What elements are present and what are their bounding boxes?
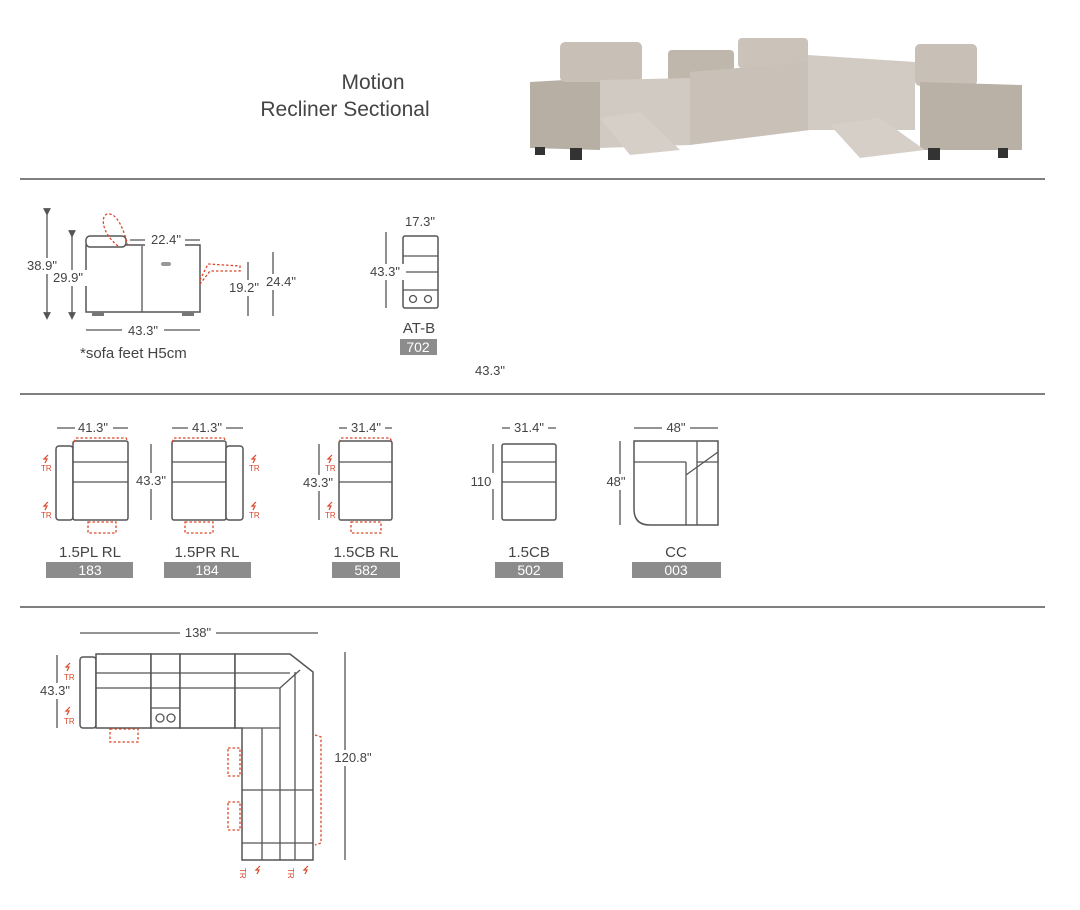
tr-label: TR — [286, 868, 295, 879]
piece-width: 41.3" — [192, 420, 222, 435]
piece-name: 1.5CB — [508, 544, 550, 561]
piece-code: 184 — [195, 562, 219, 578]
piece-name: CC — [665, 544, 687, 561]
console-code: 702 — [406, 339, 430, 355]
console-depth: 43.3" — [370, 264, 400, 279]
tr-label: TR — [41, 464, 52, 473]
console-extra-dim: 43.3" — [475, 363, 505, 378]
piece-code: 003 — [664, 562, 688, 578]
piece-1.5cb-drawing — [492, 427, 557, 521]
sectional-length: 120.8" — [334, 750, 372, 765]
piece-height: 43.3" — [136, 473, 166, 488]
piece-code: 183 — [78, 562, 102, 578]
piece-width: 48" — [666, 420, 685, 435]
tr-label: TR — [249, 464, 260, 473]
piece-code: 502 — [517, 562, 541, 578]
dim-extended-height: 24.4" — [266, 274, 296, 289]
piece-name: 1.5CB RL — [333, 544, 398, 561]
dim-depth: 43.3" — [128, 323, 158, 338]
dim-total-height: 38.9" — [27, 258, 57, 273]
tr-label: TR — [325, 511, 336, 520]
piece-height: 110 — [471, 474, 492, 489]
tr-label: TR — [41, 511, 52, 520]
console-name: AT-B — [403, 320, 435, 337]
piece-1.5cb-rl-drawing: TR TR — [318, 427, 393, 534]
tr-label: TR — [64, 673, 75, 682]
piece-code: 582 — [354, 562, 378, 578]
piece-width: 41.3" — [78, 420, 108, 435]
piece-height: 43.3" — [303, 475, 333, 490]
console-width: 17.3" — [405, 214, 435, 229]
piece-cc-drawing — [619, 427, 719, 526]
piece-height: 48" — [606, 474, 625, 489]
piece-name: 1.5PR RL — [174, 544, 239, 561]
piece-name: 1.5PL RL — [59, 544, 121, 561]
title-line2: Recliner Sectional — [260, 98, 429, 121]
product-photo — [530, 38, 1022, 160]
tr-label: TR — [64, 717, 75, 726]
tr-label: TR — [325, 464, 336, 473]
sectional-width: 138" — [185, 625, 212, 640]
tr-label: TR — [238, 868, 247, 879]
piece-width: 31.4" — [514, 420, 544, 435]
tr-label: TR — [249, 511, 260, 520]
sectional-plan-drawing: TR TR TR TR — [56, 632, 346, 879]
piece-1.5pr-rl-drawing: TR TR — [150, 427, 260, 534]
piece-1.5pl-rl-drawing: TR TR — [41, 427, 129, 534]
sectional-depth: 43.3" — [40, 683, 70, 698]
feet-note: *sofa feet H5cm — [80, 345, 187, 362]
dim-leg-height: 19.2" — [229, 280, 259, 295]
dim-back-height: 29.9" — [53, 270, 83, 285]
dim-seat-depth: 22.4" — [151, 232, 181, 247]
title-line1: Motion — [341, 71, 404, 94]
piece-width: 31.4" — [351, 420, 381, 435]
